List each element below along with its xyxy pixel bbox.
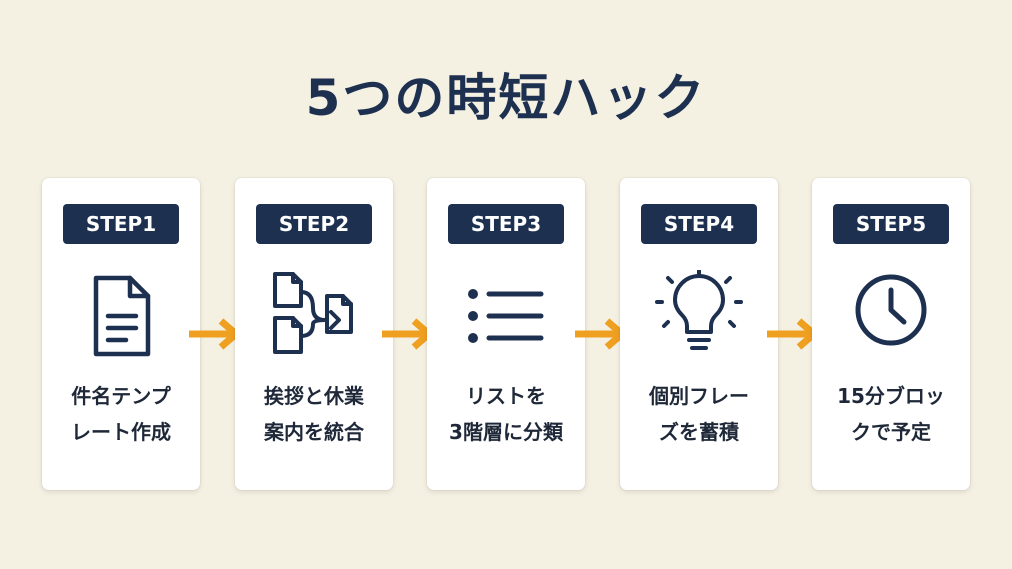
step-label-line2: レート作成 [71,420,171,444]
step-label: 個別フレー ズを蓄積 [620,378,778,450]
step-card-3: STEP3 リストを 3階層に分類 [427,178,585,490]
clock-icon [846,270,936,360]
merge-documents-icon [269,270,359,360]
step-label-line2: 3階層に分類 [449,420,563,444]
step-label-line1: 個別フレー [649,384,749,408]
step-label-line2: 案内を統合 [264,420,364,444]
step-label: リストを 3階層に分類 [427,378,585,450]
step-badge: STEP1 [63,204,179,244]
step-card-4: STEP4 個別フレー ズを蓄積 [620,178,778,490]
step-badge: STEP3 [448,204,564,244]
step-label-line1: 15分ブロッ [837,384,945,408]
step-badge: STEP2 [256,204,372,244]
step-badge: STEP5 [833,204,949,244]
step-card-5: STEP5 15分ブロッ クで予定 [812,178,970,490]
step-label: 15分ブロッ クで予定 [812,378,970,450]
document-icon [76,270,166,360]
step-badge: STEP4 [641,204,757,244]
step-label: 挨拶と休業 案内を統合 [235,378,393,450]
lightbulb-icon [654,270,744,360]
step-label-line1: 挨拶と休業 [264,384,364,408]
step-label-line2: クで予定 [851,420,931,444]
step-label-line1: 件名テンプ [71,384,171,408]
step-card-2: STEP2 挨拶と休業 案内を統合 [235,178,393,490]
step-label-line2: ズを蓄積 [659,420,739,444]
step-card-1: STEP1 件名テンプ レート作成 [42,178,200,490]
step-label: 件名テンプ レート作成 [42,378,200,450]
step-label-line1: リストを [466,384,546,408]
diagram-title: 5つの時短ハック [305,69,707,127]
list-icon [461,270,551,360]
